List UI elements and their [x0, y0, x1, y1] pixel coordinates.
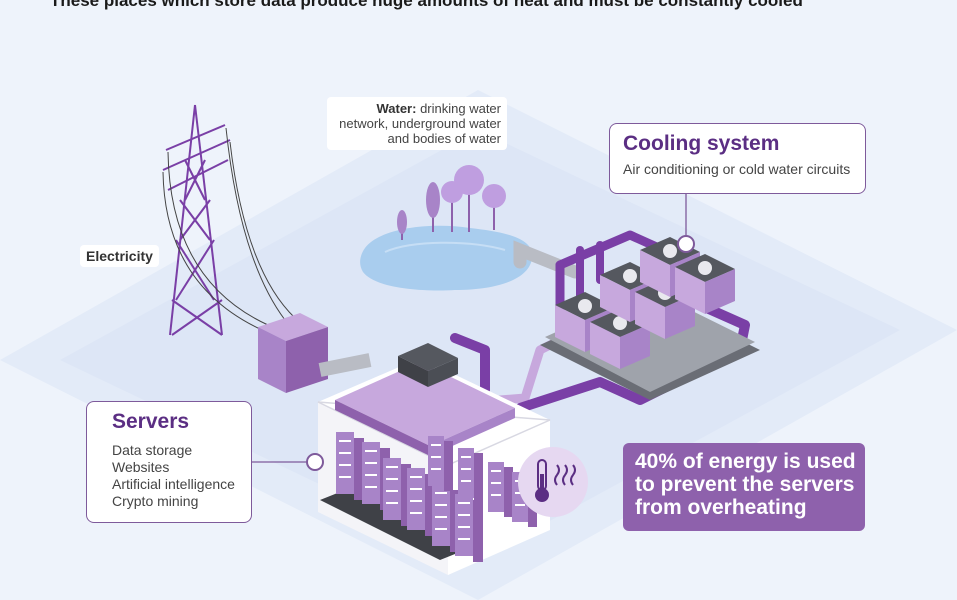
cooling-system-title: Cooling system	[623, 132, 780, 155]
servers-box: Servers Data storage Websites Artificial…	[86, 401, 252, 523]
water-label-bold: Water:	[376, 101, 417, 116]
servers-item: Artificial intelligence	[112, 476, 235, 492]
server-rack-icon	[407, 468, 435, 536]
transformer-box	[258, 313, 328, 393]
headline: These places which store data produce hu…	[50, 0, 803, 10]
server-rack-icon	[458, 448, 483, 503]
power-lines	[162, 127, 296, 331]
power-pylon-icon	[162, 104, 231, 336]
heat-waves-icon	[554, 464, 576, 486]
fan-icon	[613, 316, 627, 330]
server-rack-icon	[428, 436, 453, 491]
water-pond	[360, 225, 533, 291]
energy-note-line: to prevent the servers	[635, 473, 855, 496]
fan-icon	[623, 269, 637, 283]
energy-note-line: from overheating	[635, 496, 807, 519]
cooling-units	[540, 237, 760, 400]
servers-item: Websites	[112, 459, 170, 475]
server-rack-icon	[383, 458, 411, 526]
thermometer-icon	[535, 459, 549, 502]
energy-note-box: 40% of energy is used to prevent the ser…	[623, 443, 865, 531]
servers-title: Servers	[112, 410, 190, 433]
water-label-text: drinking water network, underground wate…	[339, 101, 501, 146]
server-rack-icon	[336, 432, 364, 500]
server-rack-icon	[488, 462, 513, 517]
cooling-unit	[675, 254, 735, 314]
fan-icon	[578, 299, 592, 313]
servers-item: Data storage	[112, 442, 193, 458]
energy-note-line: 40% of energy is used	[635, 450, 856, 473]
fan-icon	[663, 244, 677, 258]
fan-icon	[698, 261, 712, 275]
water-label: Water: drinking water network, undergrou…	[327, 97, 507, 150]
server-rack-icon	[455, 494, 483, 562]
cooling-unit	[590, 309, 650, 369]
cooling-connector-dot	[677, 235, 695, 253]
tree-icon	[397, 165, 506, 240]
power-conduit	[318, 353, 372, 377]
cooling-system-box: Cooling system Air conditioning or cold …	[609, 123, 866, 194]
server-racks	[336, 432, 537, 562]
electricity-label: Electricity	[80, 245, 159, 267]
servers-connector-dot	[306, 453, 324, 471]
servers-item: Crypto mining	[112, 493, 199, 509]
cooling-system-subtitle: Air conditioning or cold water circuits	[623, 161, 851, 177]
temperature-badge	[518, 447, 588, 517]
